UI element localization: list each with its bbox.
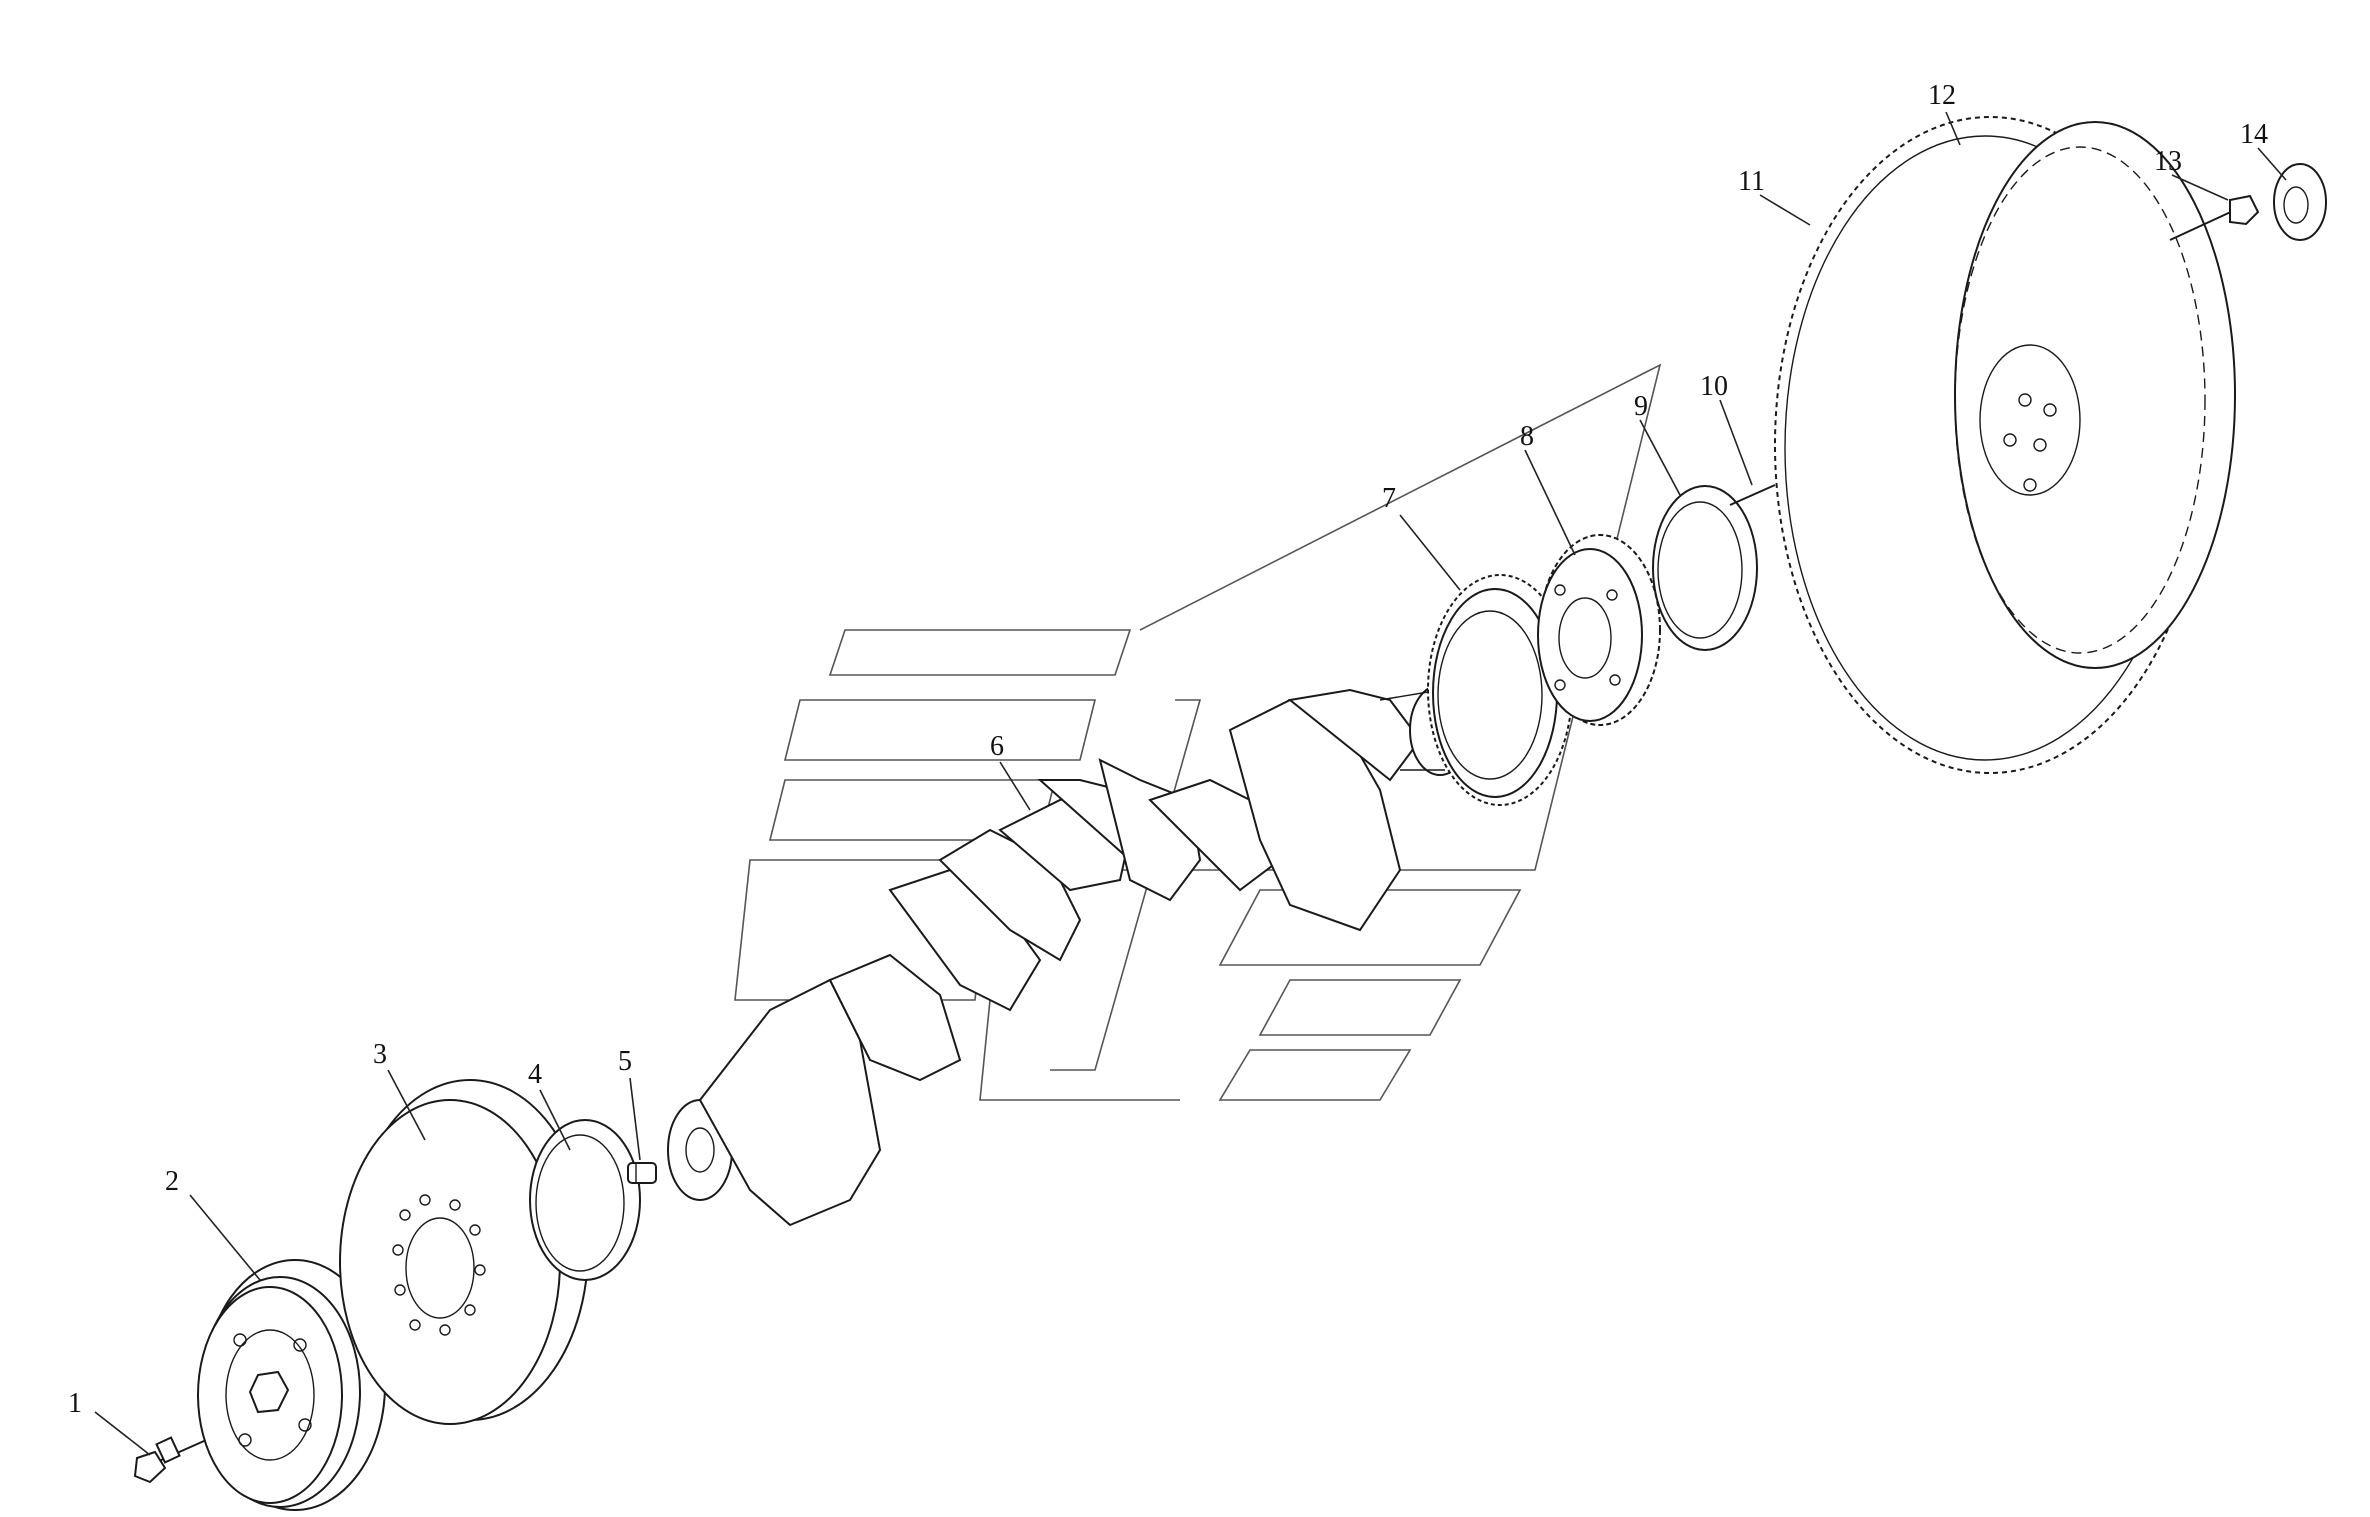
callout-3: 3 (373, 1039, 387, 1070)
part-12-flywheel (1954, 121, 2236, 669)
part-6-crankshaft (667, 684, 1471, 1227)
callout-5: 5 (618, 1046, 632, 1077)
part-10-pin (1729, 484, 1776, 506)
part-13-bolt (2169, 194, 2260, 241)
callout-9: 9 (1634, 391, 1648, 422)
callout-12: 12 (1928, 80, 1956, 111)
callout-14: 14 (2240, 119, 2268, 150)
callout-13: 13 (2154, 146, 2182, 177)
callout-8: 8 (1520, 421, 1534, 452)
part-9-seal (1652, 485, 1758, 651)
part-4-seal (529, 1119, 641, 1281)
part-7-gear (1427, 574, 1573, 806)
callout-4: 4 (528, 1059, 542, 1090)
leader-lines (94, 111, 2287, 1456)
callout-10: 10 (1700, 371, 1728, 402)
part-14-bearing (2273, 163, 2327, 241)
part-8-gear (1537, 534, 1661, 726)
callout-11: 11 (1738, 166, 1765, 197)
callout-6: 6 (990, 731, 1004, 762)
part-3-damper (339, 1079, 589, 1425)
part-2-pulley (197, 1259, 386, 1511)
part-1-bolt (133, 1424, 241, 1484)
callout-7: 7 (1382, 483, 1396, 514)
callout-1: 1 (68, 1388, 82, 1419)
callout-2: 2 (165, 1166, 179, 1197)
callout-labels: 1 2 3 4 5 6 7 8 9 10 11 12 13 14 (68, 80, 2268, 1419)
part-5-bolt (627, 1162, 657, 1184)
